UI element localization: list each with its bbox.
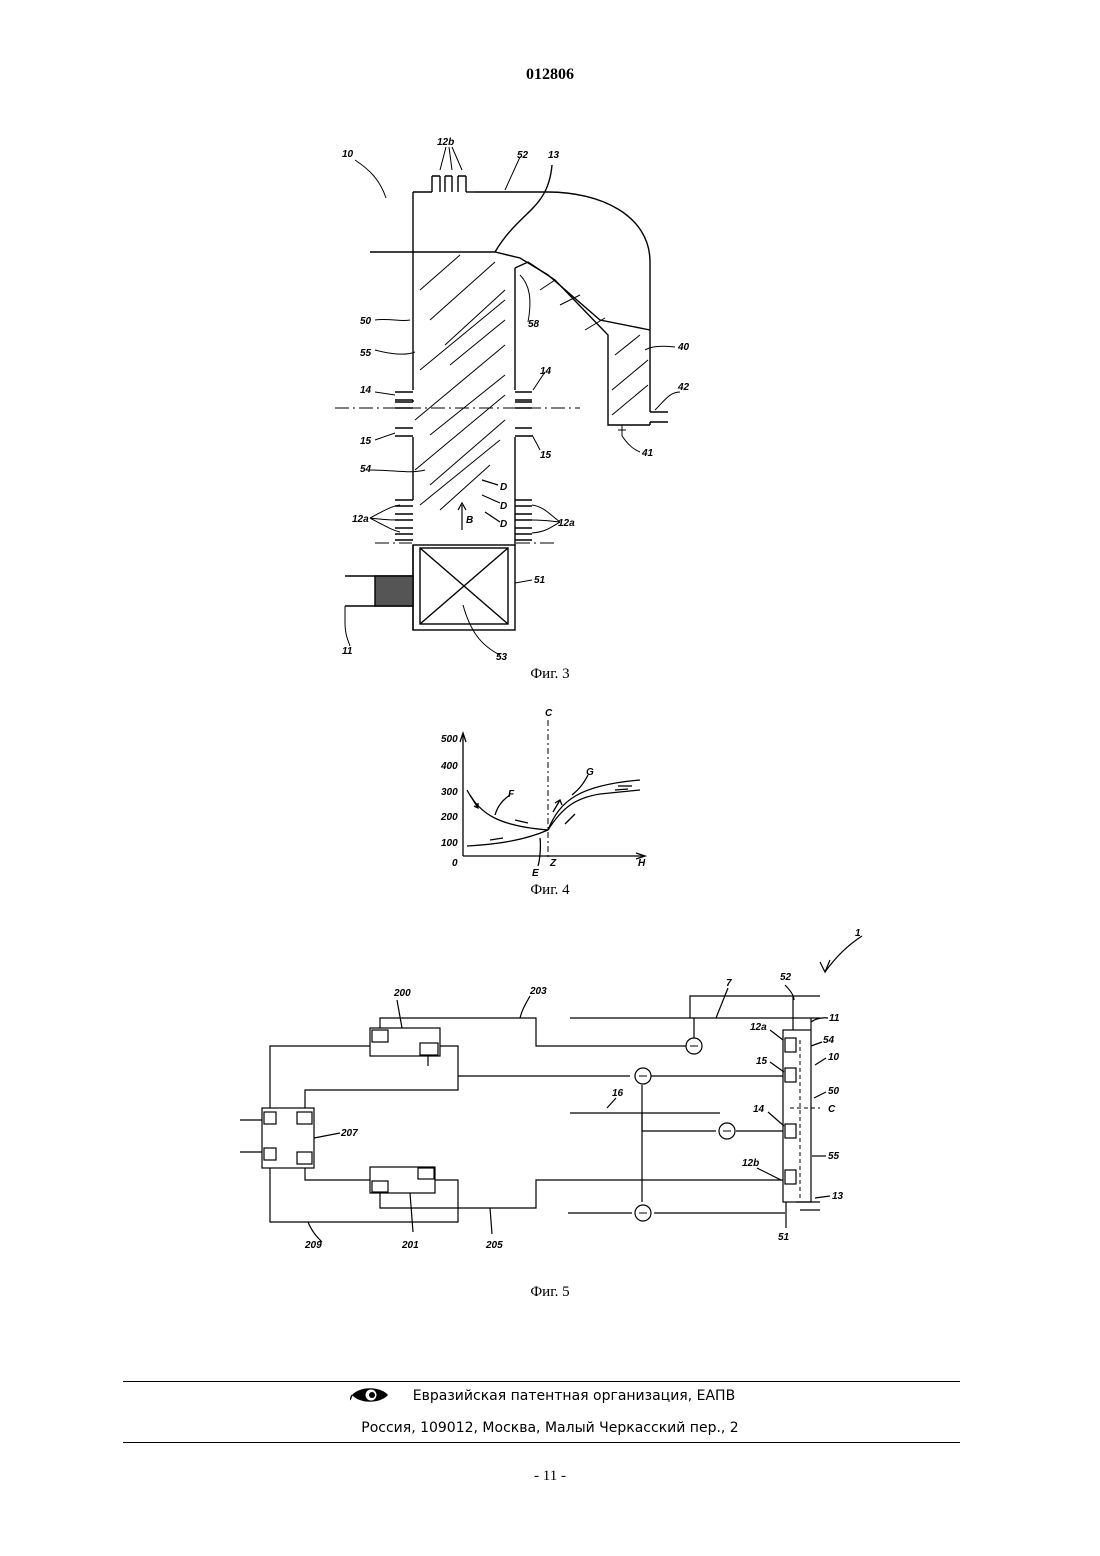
fig5-label-16: 16 bbox=[612, 1088, 624, 1099]
fig5-label-203: 203 bbox=[529, 986, 547, 997]
fig5-label-12b: 12b bbox=[742, 1158, 759, 1169]
page-number: - 11 - bbox=[0, 1468, 1100, 1485]
fig5-label-201: 201 bbox=[401, 1240, 419, 1251]
fig5-label-55: 55 bbox=[828, 1151, 840, 1162]
fig5-label-51: 51 bbox=[778, 1232, 790, 1243]
fig5-label-52: 52 bbox=[780, 972, 792, 983]
fig5-label-11: 11 bbox=[829, 1013, 840, 1024]
fig5-label-10: 10 bbox=[828, 1052, 840, 1063]
fig5-label-14: 14 bbox=[753, 1104, 765, 1115]
fig5-label-7: 7 bbox=[726, 978, 732, 989]
fig5-label-207: 207 bbox=[340, 1128, 358, 1139]
footer-address: Россия, 109012, Москва, Малый Черкасский… bbox=[0, 1420, 1100, 1436]
fig5-label-12a: 12a bbox=[750, 1022, 767, 1033]
fig5-label-209: 209 bbox=[304, 1240, 322, 1251]
footer-bottom-rule bbox=[123, 1442, 960, 1443]
fig5-label-c: C bbox=[828, 1104, 836, 1115]
footer-top-rule bbox=[123, 1381, 960, 1382]
footer-org: Евразийская патентная организация, ЕАПВ bbox=[0, 1388, 1100, 1404]
fig5-label-200: 200 bbox=[393, 988, 411, 999]
fig5-label-13: 13 bbox=[832, 1191, 844, 1202]
fig5-label-54: 54 bbox=[823, 1035, 835, 1046]
fig5-label-1: 1 bbox=[855, 928, 861, 939]
fig5-caption: Фиг. 5 bbox=[0, 1284, 1100, 1301]
figure-5: 1 200 203 7 52 11 12a 54 15 10 16 50 C 1… bbox=[0, 0, 1100, 1280]
fig5-label-15: 15 bbox=[756, 1056, 768, 1067]
fig5-label-50: 50 bbox=[828, 1086, 840, 1097]
fig5-label-205: 205 bbox=[485, 1240, 503, 1251]
